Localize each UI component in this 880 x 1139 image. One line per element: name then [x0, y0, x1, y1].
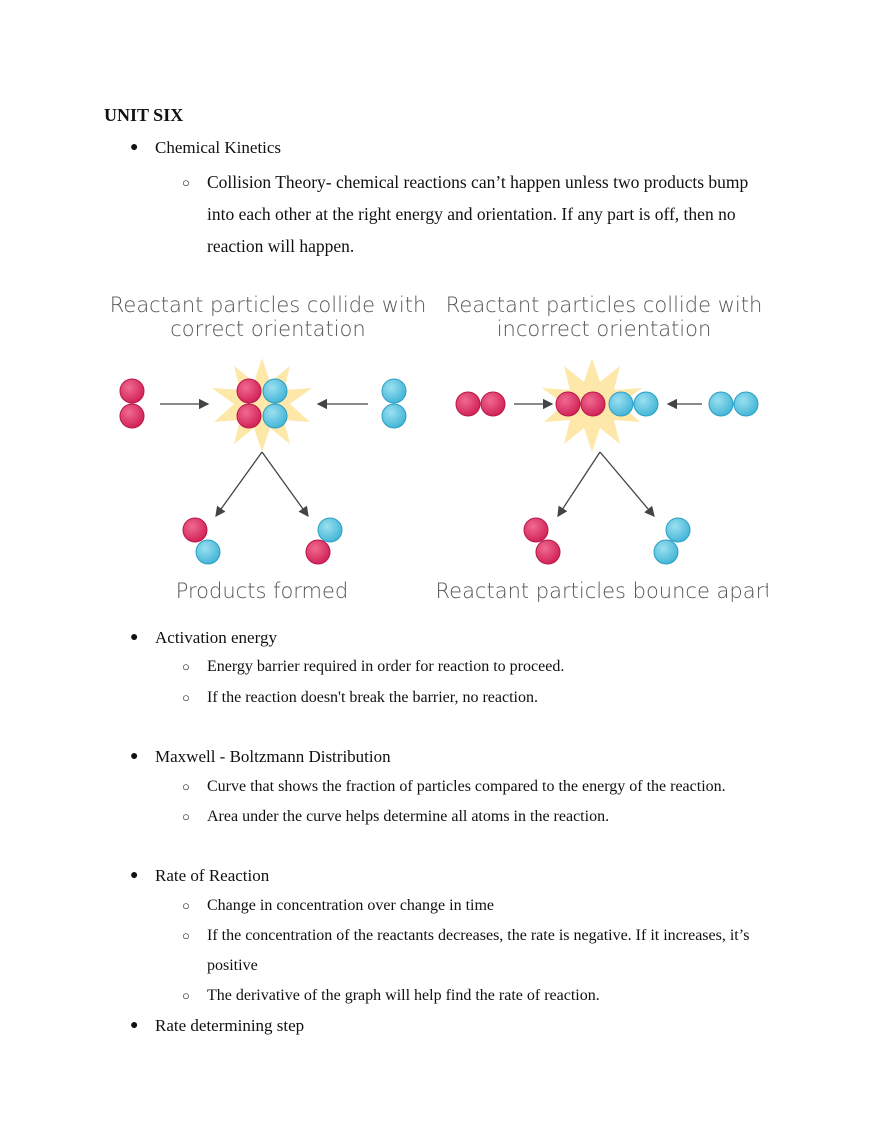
right-arrow-out-2 — [599, 451, 655, 517]
sub-bullet-icon: ○ — [182, 659, 190, 674]
subbullet-text: Energy barrier required in order for rea… — [207, 658, 565, 675]
subbullet-text: If the reaction doesn't break the barrie… — [207, 689, 538, 706]
subbullet-text: Curve that shows the fraction of particl… — [207, 778, 726, 795]
collision-theory-diagram: Reactant particles collide with correct … — [112, 293, 769, 603]
right-reactant-blue — [708, 391, 759, 417]
subbullet-text-collision-theory: Collision Theory- chemical reactions can… — [207, 172, 749, 256]
unit-heading: UNIT SIX — [104, 105, 184, 125]
left-reactant-blue — [381, 378, 407, 429]
right-reactant-red — [455, 391, 506, 417]
left-reactant-red — [119, 378, 145, 429]
left-title-line2: correct orientation — [170, 317, 365, 341]
bullet-icon: ● — [130, 749, 139, 764]
left-arrow-out-2 — [261, 451, 309, 518]
right-title-line2: incorrect orientation — [497, 317, 712, 341]
sub-bullet-icon: ○ — [182, 175, 190, 190]
subbullet-text: The derivative of the graph will help fi… — [207, 987, 600, 1004]
bullet-text: Maxwell - Boltzmann Distribution — [155, 747, 391, 766]
sub-bullet-icon: ○ — [182, 898, 190, 913]
bullet-icon: ● — [130, 140, 139, 155]
right-bounced-red — [523, 517, 561, 565]
right-title-line1: Reactant particles collide with — [446, 293, 763, 317]
bullet-icon: ● — [130, 1018, 139, 1033]
bullet-icon: ● — [130, 630, 139, 645]
right-collision-molecules — [555, 391, 659, 417]
left-arrow-out-1 — [215, 451, 263, 518]
sub-bullet-icon: ○ — [182, 928, 190, 943]
bullet-text: Activation energy — [155, 628, 277, 647]
right-arrow-out-1 — [557, 451, 601, 518]
subbullet-text-rate-sign: If the concentration of the reactants de… — [207, 927, 750, 974]
left-title-line1: Reactant particles collide with — [112, 293, 426, 317]
subbullet-text: Area under the curve helps determine all… — [207, 808, 610, 825]
sub-bullet-icon: ○ — [182, 988, 190, 1003]
bullet-text: Rate determining step — [155, 1016, 305, 1035]
bullet-text: Chemical Kinetics — [155, 138, 282, 157]
left-product-1 — [182, 517, 221, 565]
left-collision-molecules — [236, 378, 288, 429]
sub-bullet-icon: ○ — [182, 690, 190, 705]
bullet-text: Rate of Reaction — [155, 866, 270, 885]
right-bounced-blue — [653, 517, 691, 565]
left-product-2 — [305, 517, 343, 565]
left-caption: Products formed — [176, 579, 349, 603]
subbullet-text: Change in concentration over change in t… — [207, 897, 495, 914]
sub-bullet-icon: ○ — [182, 779, 190, 794]
bullet-icon: ● — [130, 868, 139, 883]
burst-icon-left — [212, 358, 312, 452]
right-caption: Reactant particles bounce apart — [436, 579, 769, 603]
sub-bullet-icon: ○ — [182, 809, 190, 824]
